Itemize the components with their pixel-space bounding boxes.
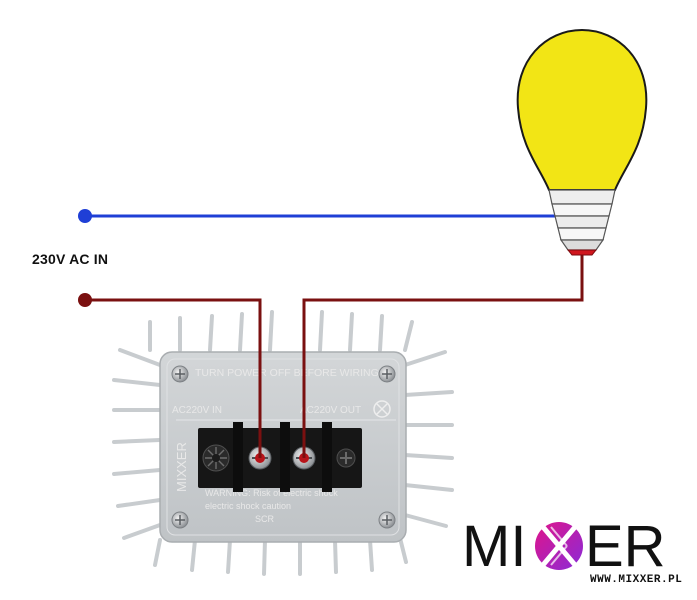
input-voltage-label: 230V AC IN: [32, 251, 109, 267]
website-label: WWW.MIXXER.PL: [590, 574, 683, 586]
heatsink-fins: [112, 310, 454, 576]
mixxer-logo: MI ER: [462, 514, 666, 579]
module-warning-top: TURN POWER OFF BEFORE WIRING: [195, 367, 379, 379]
potentiometer-knob[interactable]: [202, 444, 230, 472]
module-output-marking: AC220V OUT: [300, 405, 361, 416]
module-side-brand: MIXXER: [174, 442, 189, 492]
module-warning-bottom-2: electric shock caution: [205, 501, 291, 511]
dimmer-module: TURN POWER OFF BEFORE WIRING AC220V IN A…: [159, 351, 407, 543]
logo-prefix: MI: [462, 514, 526, 579]
screw-icon: [378, 365, 396, 383]
terminal-block: [198, 422, 362, 492]
light-bulb-icon: [516, 28, 648, 256]
live-wire-in: [78, 293, 262, 458]
module-warning-bottom-1: WARNING: Risk of electric shock: [205, 488, 338, 498]
terminal-screw-spare[interactable]: [336, 448, 356, 468]
live-wire-out: [302, 252, 584, 458]
logo-suffix: ER: [585, 514, 666, 579]
module-bottom-code: SCR: [255, 514, 275, 524]
neutral-wire: [78, 209, 556, 223]
module-input-marking: AC220V IN: [172, 405, 222, 416]
screw-icon: [378, 511, 396, 529]
screw-icon: [171, 511, 189, 529]
screw-icon: [171, 365, 189, 383]
logo-xx-mark: [535, 522, 583, 570]
lamp-symbol-icon: [373, 400, 391, 418]
